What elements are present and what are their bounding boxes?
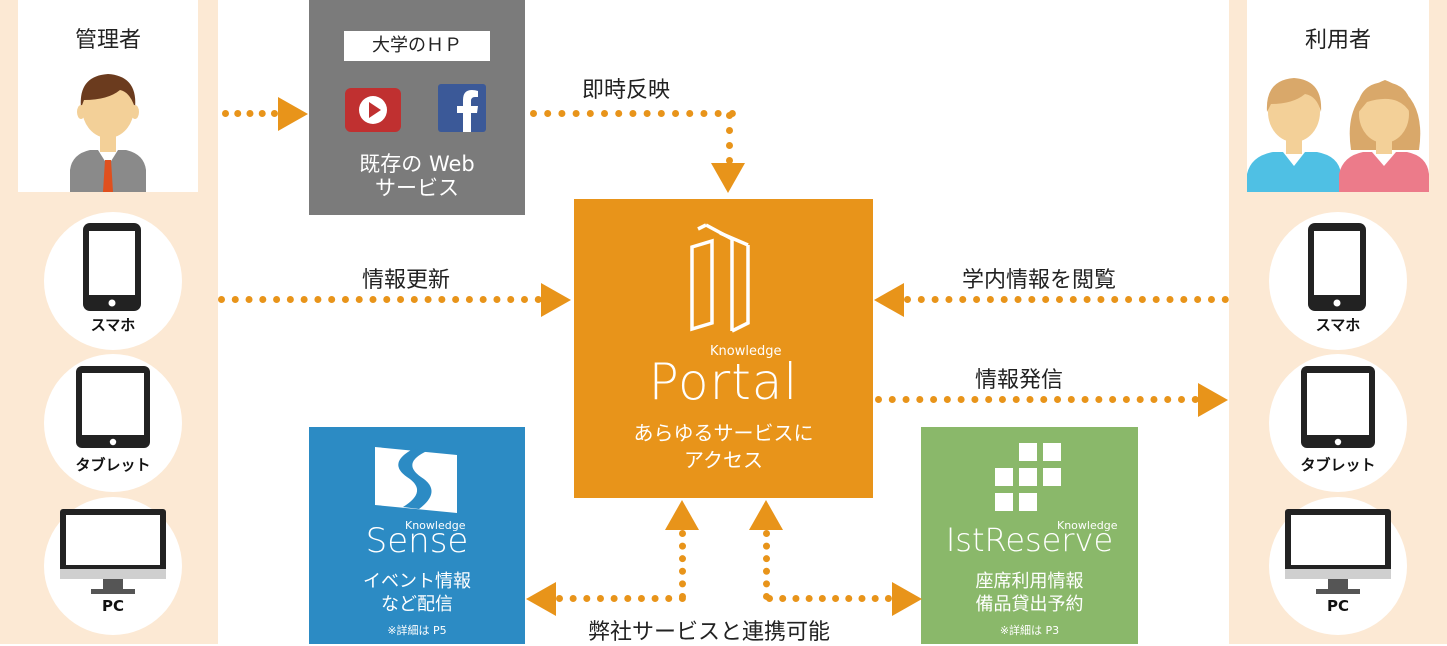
arrow-up-icon bbox=[749, 500, 783, 530]
sense-brand-small: Knowledge bbox=[405, 519, 466, 532]
user-card: 利用者 bbox=[1247, 0, 1429, 192]
admin-device-label: タブレット bbox=[75, 456, 151, 474]
sense-line1: イベント情報 bbox=[363, 571, 471, 592]
istreserve-line2: 備品貸出予約 bbox=[975, 594, 1084, 615]
portal-to-reserve-connector-vertical bbox=[763, 530, 770, 600]
portal-box: Knowledge Portal あらゆるサービスに アクセス bbox=[574, 199, 873, 498]
smartphone-icon bbox=[1308, 223, 1366, 311]
facebook-icon bbox=[438, 84, 486, 132]
istreserve-note: ※詳細は P3 bbox=[999, 624, 1060, 637]
arrow-right-icon bbox=[1198, 383, 1228, 417]
monitor-icon bbox=[60, 509, 166, 594]
user-title: 利用者 bbox=[1304, 28, 1371, 53]
existing-web-box: 大学のＨＰ 既存の Web サービス bbox=[309, 0, 525, 215]
users-to-portal-connector bbox=[904, 296, 1229, 303]
admin-smartphone-item: スマホ bbox=[44, 212, 182, 350]
sense-box: Knowledge Sense イベント情報 など配信 ※詳細は P5 bbox=[309, 427, 525, 644]
admin-to-portal-connector bbox=[218, 296, 542, 303]
user-tablet-item: タブレット bbox=[1269, 354, 1407, 492]
arrow-down-icon bbox=[711, 163, 745, 193]
web-to-portal-connector-vertical bbox=[726, 112, 733, 164]
istreserve-line1: 座席利用情報 bbox=[975, 571, 1084, 592]
user-device-label: スマホ bbox=[1315, 316, 1361, 334]
portal-to-reserve-connector bbox=[766, 595, 892, 602]
user-panel: 利用者 スマホ タブレット bbox=[1229, 0, 1447, 644]
istreserve-brand: IstReserve bbox=[945, 521, 1114, 559]
portal-line2: アクセス bbox=[684, 448, 763, 472]
users-icon bbox=[1247, 78, 1429, 192]
label-info-update: 情報更新 bbox=[362, 268, 451, 293]
arrow-right-icon bbox=[541, 283, 571, 317]
istreserve-brand-small: Knowledge bbox=[1057, 519, 1118, 532]
grid-logo-icon bbox=[995, 443, 1061, 511]
sense-line2: など配信 bbox=[381, 594, 453, 615]
admin-person-icon bbox=[70, 74, 146, 192]
admin-device-label: スマホ bbox=[90, 316, 136, 334]
admin-panel: 管理者 スマホ タブレット bbox=[0, 0, 218, 644]
sense-brand: Sense bbox=[365, 521, 469, 561]
admin-card: 管理者 bbox=[18, 0, 198, 192]
sense-note: ※詳細は P5 bbox=[387, 624, 447, 637]
admin-title: 管理者 bbox=[74, 28, 141, 53]
smartphone-icon bbox=[83, 223, 141, 311]
admin-to-web-connector bbox=[222, 110, 278, 117]
tablet-icon bbox=[1301, 366, 1375, 448]
portal-brand-small: Knowledge bbox=[710, 344, 782, 359]
video-play-icon bbox=[345, 88, 401, 132]
arrow-left-icon bbox=[526, 582, 556, 616]
existing-web-line2: サービス bbox=[375, 176, 459, 200]
portal-line1: あらゆるサービスに bbox=[633, 421, 814, 445]
arrow-up-icon bbox=[665, 500, 699, 530]
portal-brand: Portal bbox=[648, 353, 799, 411]
admin-pc-item: PC bbox=[44, 497, 182, 635]
label-service-integration: 弊社サービスと連携可能 bbox=[588, 620, 831, 645]
label-browse-campus-info: 学内情報を閲覧 bbox=[962, 268, 1117, 293]
portal-to-users-connector bbox=[875, 396, 1199, 403]
label-info-send: 情報発信 bbox=[975, 368, 1064, 393]
web-to-portal-connector bbox=[530, 110, 736, 117]
admin-device-label: PC bbox=[101, 597, 124, 615]
portal-to-sense-connector-vertical bbox=[679, 530, 686, 600]
existing-web-line1: 既存の Web bbox=[359, 152, 475, 176]
arrow-left-icon bbox=[874, 283, 904, 317]
sense-logo-icon bbox=[375, 447, 457, 513]
user-device-label: タブレット bbox=[1300, 456, 1376, 474]
user-device-label: PC bbox=[1326, 597, 1349, 615]
label-instant-reflect: 即時反映 bbox=[582, 78, 671, 103]
user-pc-item: PC bbox=[1269, 497, 1407, 635]
monitor-icon bbox=[1285, 509, 1391, 594]
arrow-right-icon bbox=[892, 582, 922, 616]
portal-logo-icon bbox=[690, 223, 750, 333]
user-smartphone-item: スマホ bbox=[1269, 212, 1407, 350]
tablet-icon bbox=[76, 366, 150, 448]
university-hp-badge: 大学のＨＰ bbox=[344, 31, 490, 61]
istreserve-box: Knowledge IstReserve 座席利用情報 備品貸出予約 ※詳細は … bbox=[921, 427, 1138, 644]
admin-tablet-item: タブレット bbox=[44, 354, 182, 492]
arrow-right-icon bbox=[278, 97, 308, 131]
portal-to-sense-connector bbox=[556, 595, 686, 602]
